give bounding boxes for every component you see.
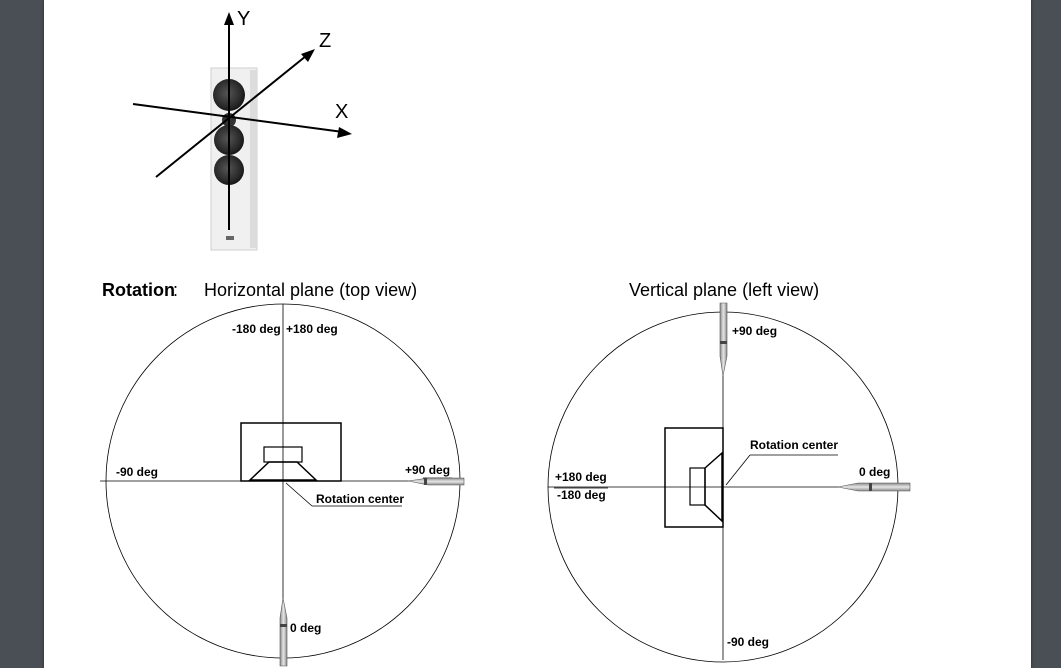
- x-axis-label: X: [335, 101, 349, 123]
- microphone-horizontal-zero: [279, 597, 288, 667]
- driver-cone-top-view: [248, 461, 318, 481]
- speaker-box-side-view: [664, 427, 724, 528]
- rotation-label: Rotation: [102, 280, 175, 300]
- y-axis-label: Y: [237, 8, 251, 30]
- horizontal-plane-title: Horizontal plane (top view): [204, 280, 418, 300]
- rotation-center-leader-h: [285, 482, 313, 507]
- horizontal-plus180-label: +180 deg: [286, 322, 338, 336]
- vertical-minus90-label: -90 deg: [727, 635, 770, 649]
- x-axis-arrow: [337, 127, 352, 138]
- vertical-plane-title: Vertical plane (left view): [629, 280, 820, 300]
- horizontal-plane-diagram: [100, 303, 462, 660]
- viewer-left-margin: [0, 0, 44, 668]
- vertical-plus180-label: +180 deg: [555, 470, 607, 484]
- vertical-rotation-center-label: Rotation center: [750, 438, 839, 452]
- horizontal-plus90-label: +90 deg: [405, 463, 451, 477]
- z-axis: [155, 55, 307, 178]
- vertical-minus180-label: -180 deg: [557, 488, 606, 502]
- vertical-plus90-label: +90 deg: [732, 324, 778, 338]
- horizontal-minus90-label: -90 deg: [116, 465, 159, 479]
- loudspeaker-illustration: [210, 67, 258, 251]
- y-axis-arrow: [224, 12, 234, 25]
- document-page: Y Z X Rotation : Horizontal plane (top v…: [44, 0, 1031, 668]
- driver-magnet-side-view: [689, 467, 706, 506]
- z-axis-label: Z: [319, 30, 332, 52]
- x-axis: [132, 103, 344, 133]
- diagram-canvas: [100, 12, 911, 667]
- driver-cone-side-view: [704, 451, 723, 523]
- microphone-horizontal-plus90: [407, 477, 465, 486]
- axes-3d: [132, 12, 352, 230]
- rotation-colon: :: [173, 280, 179, 300]
- microphone-vertical-plus90: [719, 302, 728, 377]
- speaker-box-top-view: [240, 422, 342, 482]
- horizontal-rotation-center-label: Rotation center: [316, 492, 405, 506]
- rotation-center-leader-v: [725, 454, 751, 486]
- vertical-zero-label: 0 deg: [859, 465, 891, 479]
- horizontal-minus180-label: -180 deg: [232, 322, 281, 336]
- horizontal-zero-label: 0 deg: [290, 621, 322, 635]
- microphone-vertical-zero: [837, 482, 911, 492]
- viewer-right-margin: [1031, 0, 1061, 668]
- z-axis-arrow: [301, 49, 315, 62]
